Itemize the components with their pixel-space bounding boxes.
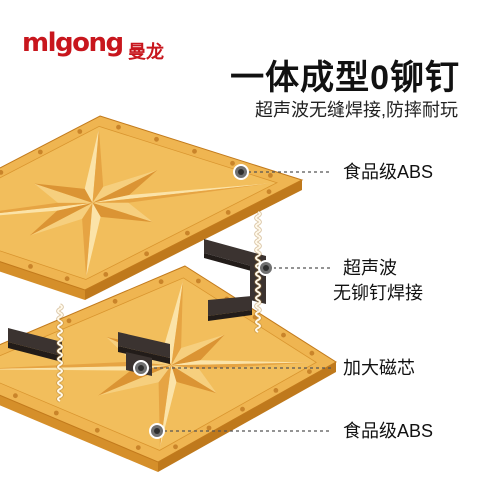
magnet-group-left — [8, 328, 170, 376]
ultrasonic-wave-line — [57, 304, 63, 402]
callout-label-2-line1: 超声波 — [343, 258, 397, 278]
top-tile — [0, 115, 304, 300]
bottom-tile-rim-dot — [273, 388, 279, 393]
callout-label-4: 食品级ABS — [343, 421, 434, 441]
bottom-tile-rim-dot — [158, 279, 164, 285]
top-tile-star-facet — [84, 128, 99, 203]
bottom-tile-rim-dot — [66, 318, 72, 324]
bottom-tile-star-facet — [171, 280, 183, 366]
top-tile-rim-dot — [185, 230, 190, 236]
top-tile-star-facet — [34, 183, 93, 203]
bottom-tile-star-facet — [98, 365, 172, 396]
top-tile-star-facet — [82, 202, 93, 278]
bottom-tile-rim-dot — [173, 444, 178, 450]
top-tile-rim-dot — [230, 160, 235, 166]
bottom-tile-rim-dot — [94, 427, 100, 433]
callout-label-1: 食品级ABS — [343, 162, 434, 182]
callout-dot-2-center — [263, 265, 269, 271]
magnet-side — [208, 310, 252, 321]
top-tile-star-facet — [92, 170, 158, 203]
top-tile-star-facet — [0, 202, 93, 216]
magnet — [8, 328, 62, 356]
top-tile-rim-dot — [28, 264, 33, 269]
bottom-tile-rim-dot — [240, 406, 245, 412]
top-tile-side-front-right — [85, 180, 302, 300]
top-tile-rim-dot — [116, 124, 121, 130]
ultrasonic-wave-left — [56, 303, 64, 403]
top-tile-star-facet — [92, 202, 153, 223]
top-tile-rim-dot — [144, 251, 150, 257]
brand-name: 曼龙 — [128, 42, 164, 63]
bottom-tile-side-front-left — [0, 395, 158, 472]
top-tile-star-facet — [86, 202, 101, 278]
top-tile-rim-dot — [103, 272, 109, 277]
ultrasonic-wave-right — [254, 210, 262, 334]
bottom-tile-star-facet — [171, 365, 217, 394]
top-tile-rim-dot — [154, 136, 159, 142]
magnet-side — [8, 342, 62, 362]
magnet — [208, 296, 252, 316]
bottom-tile-rim-dot — [281, 332, 286, 338]
bottom-tile-star-facet — [171, 365, 217, 394]
ultrasonic-wave-line — [255, 211, 261, 333]
bottom-tile-star-facet — [171, 334, 225, 366]
top-tile-rim-dot — [0, 170, 4, 175]
top-tile-star-facet — [92, 128, 104, 203]
top-tile-star-facet — [29, 202, 93, 236]
headline-subtitle: 超声波无缝焊接,防摔耐玩 — [255, 100, 458, 120]
bottom-tile-star-facet — [171, 362, 312, 370]
top-tile-rim-dot — [77, 129, 83, 134]
top-tile-star-facet — [0, 202, 93, 214]
bottom-tile-rim-dot — [53, 410, 59, 416]
bottom-tile-rim-dot — [307, 369, 312, 374]
brand-logo: mlgong — [22, 28, 124, 58]
callout-label-2-line2: 无铆钉焊接 — [333, 283, 423, 303]
bottom-tile-star-facet — [98, 365, 172, 396]
bottom-tile-rim-dot — [112, 298, 118, 304]
bottom-tile-side-front-right — [158, 362, 336, 472]
bottom-tile-rim-dot — [13, 393, 18, 399]
top-tile-star-facet — [92, 202, 153, 223]
headline-title: 一体成型0铆钉 — [230, 59, 460, 97]
top-tile-star-facet — [92, 183, 272, 203]
bottom-tile-rim-dot — [135, 445, 141, 450]
bottom-tile-rim-dot — [196, 278, 201, 284]
callout-dot-4-center — [154, 428, 160, 434]
bottom-tile-star-facet — [171, 334, 225, 366]
top-tile-star-facet — [92, 183, 272, 203]
bottom-tile-rim-dot — [206, 425, 212, 431]
magnet — [118, 332, 170, 358]
top-tile-rim-dot — [268, 173, 273, 178]
top-tile-inner-panel — [0, 125, 278, 280]
top-tile-rim-dot — [192, 148, 197, 154]
top-tile-side-front-left — [0, 261, 85, 300]
callout-dot-1-center — [238, 169, 244, 175]
top-tile-rim-dot — [266, 189, 272, 195]
top-tile-rim-dot — [225, 210, 231, 215]
bottom-tile-rim-dot — [309, 350, 315, 356]
callout-label-3: 加大磁芯 — [343, 358, 415, 378]
bottom-tile — [0, 265, 337, 472]
magnet-side — [118, 346, 170, 364]
top-tile-rim-dot — [64, 276, 70, 282]
bottom-tile-star-facet — [171, 360, 312, 366]
top-tile-rim-dot — [37, 149, 43, 155]
callout-markers — [133, 164, 332, 439]
callout-dot-3-center — [138, 365, 144, 371]
